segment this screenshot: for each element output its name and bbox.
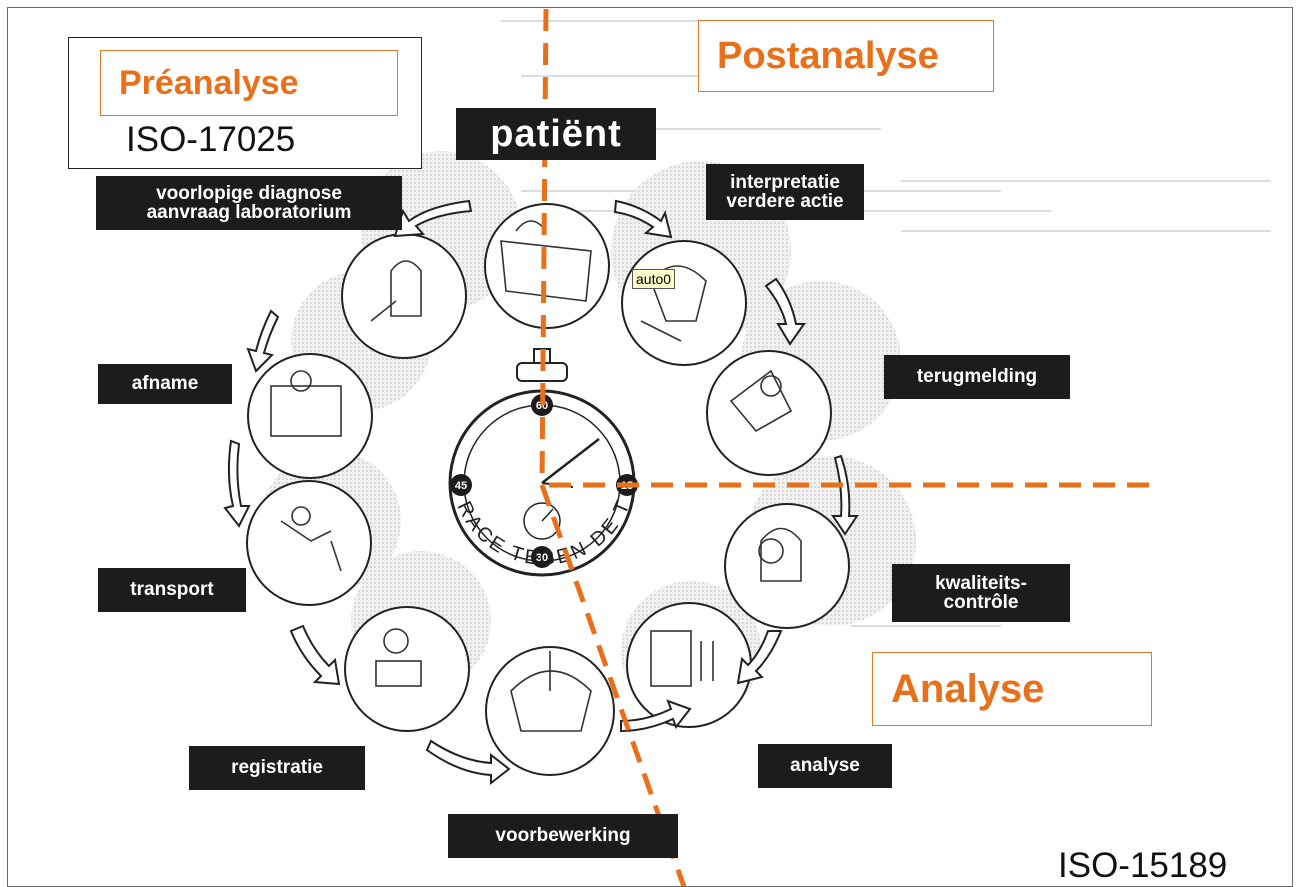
tag-interpretatie-line1: interpretatie xyxy=(730,171,840,193)
tag-patient: patiënt xyxy=(456,108,656,160)
tag-diagnose-line1: voorlopige diagnose xyxy=(156,182,342,204)
circle-registratie xyxy=(344,606,470,732)
tag-interpretatie: interpretatie verdere actie xyxy=(706,164,864,220)
iso-15189-label: ISO-15189 xyxy=(1058,846,1228,885)
tag-registratie: registratie xyxy=(189,746,365,790)
tag-analyse: analyse xyxy=(758,744,892,788)
clock-mark-30: 30 xyxy=(536,552,548,564)
clock-mark-45: 45 xyxy=(455,480,467,492)
tag-kwaliteit-line2: contrôle xyxy=(943,592,1019,613)
diagram-frame: 60 15 30 45 RACE TEGEN DE TIJD Préanalys… xyxy=(7,7,1293,887)
phase-preanalyse: Préanalyse xyxy=(100,50,398,116)
tag-terugmelding: terugmelding xyxy=(884,355,1070,399)
tag-kwaliteitscontrole: kwaliteits- contrôle xyxy=(892,564,1070,622)
circle-afname xyxy=(247,353,373,479)
phase-postanalyse: Postanalyse xyxy=(698,20,994,92)
circle-diagnose xyxy=(341,233,467,359)
phase-analyse: Analyse xyxy=(872,652,1152,726)
tag-transport: transport xyxy=(98,568,246,612)
circle-kwaliteit xyxy=(724,503,850,629)
tag-afname: afname xyxy=(98,364,232,404)
circle-terugmelding xyxy=(706,350,832,476)
circle-transport xyxy=(246,480,372,606)
step-circles xyxy=(246,203,850,776)
circle-patient xyxy=(484,203,610,329)
tooltip-auto0: auto0 xyxy=(632,269,676,289)
tag-interpretatie-line2: verdere actie xyxy=(726,191,844,212)
tag-diagnose-line2: aanvraag laboratorium xyxy=(146,202,352,223)
tag-voorlopige-diagnose: voorlopige diagnose aanvraag laboratoriu… xyxy=(96,176,402,230)
iso-17025-label: ISO-17025 xyxy=(126,120,296,159)
tag-kwaliteit-line1: kwaliteits- xyxy=(935,572,1027,594)
illustration-sketches xyxy=(270,220,802,732)
circle-voorbewerking xyxy=(485,646,615,776)
cycle-diagram: 60 15 30 45 RACE TEGEN DE TIJD xyxy=(8,8,1271,886)
tag-voorbewerking: voorbewerking xyxy=(448,814,678,858)
circle-interpretatie xyxy=(621,240,747,366)
flow-arrows xyxy=(223,199,859,786)
